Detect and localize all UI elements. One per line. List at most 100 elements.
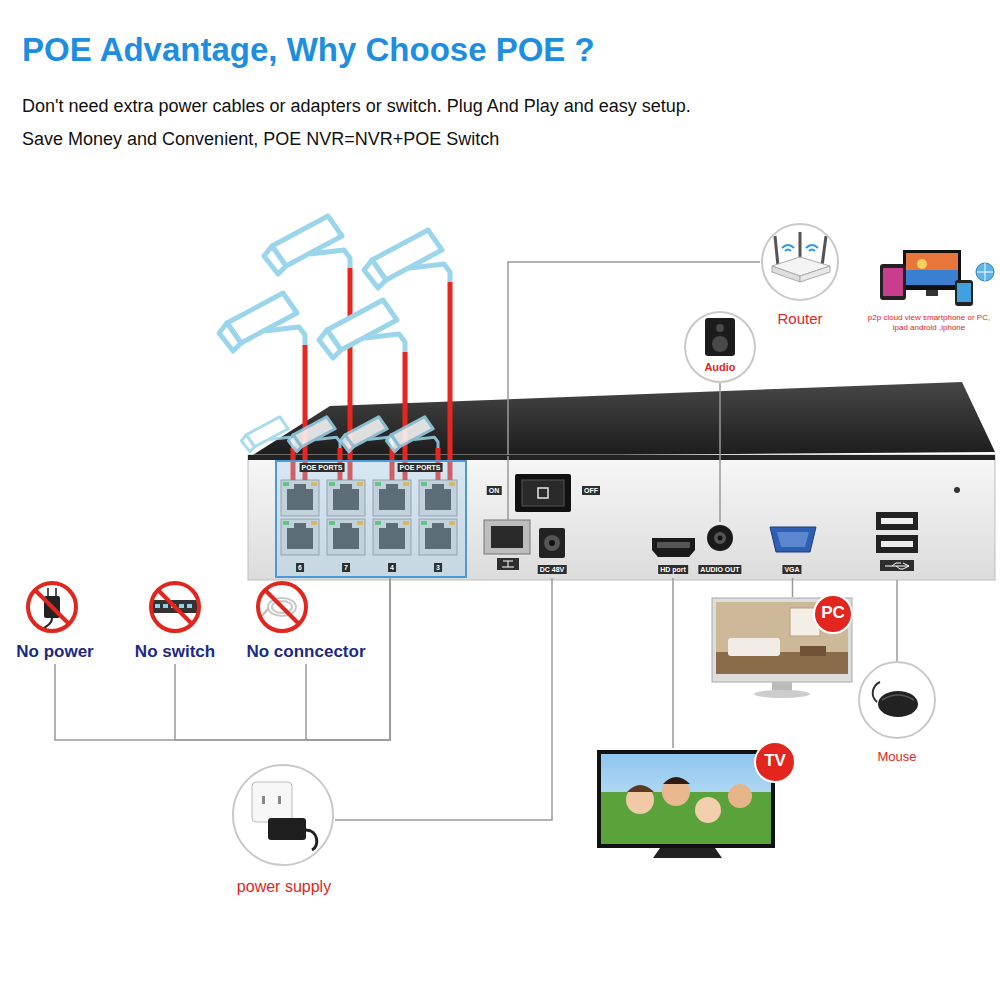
art-shape	[885, 563, 909, 569]
art-shape	[976, 263, 994, 281]
art-shape	[800, 646, 826, 656]
panel-label: POE PORTS	[300, 463, 345, 472]
art-shape	[549, 540, 555, 546]
mouse-icon	[859, 662, 935, 738]
panel-label: AUDIO OUT	[698, 565, 741, 574]
subtitle-line: Save Money and Convenient, POE NVR=NVR+P…	[22, 129, 499, 151]
art-shape	[882, 695, 914, 700]
art-shape	[539, 528, 565, 558]
power-supply-callout: power supply	[233, 765, 335, 900]
art-shape	[712, 598, 852, 682]
usb-ports	[876, 512, 918, 571]
art-shape	[926, 290, 938, 296]
callout-outline	[685, 312, 755, 382]
subtitle-line: Don't need extra power cables or adapter…	[22, 96, 691, 118]
connector-line	[896, 580, 898, 662]
lan-port	[484, 456, 530, 570]
art-shape	[881, 518, 913, 524]
art-shape	[258, 583, 306, 631]
art-shape	[873, 682, 880, 702]
art-shape	[876, 535, 918, 553]
art-shape	[718, 536, 723, 541]
vga-port	[770, 527, 816, 552]
callout-label: power supply	[237, 878, 331, 896]
art-shape	[716, 602, 848, 674]
item-label: No switch	[135, 642, 215, 662]
art-shape	[881, 541, 913, 547]
audio-jack	[707, 525, 733, 551]
art-shape	[278, 796, 281, 804]
art-shape	[883, 268, 903, 296]
art-shape	[652, 538, 695, 557]
art-shape	[491, 526, 523, 548]
art-shape	[800, 266, 830, 282]
art-shape	[28, 583, 76, 631]
art-shape	[288, 417, 340, 452]
no-power-item: No power	[5, 579, 105, 664]
connector-line	[792, 578, 794, 597]
art-shape	[597, 750, 775, 848]
nvr-body	[248, 382, 995, 580]
art-shape	[158, 590, 192, 624]
art-shape	[775, 236, 778, 266]
item-label: No power	[16, 642, 93, 662]
art-shape	[268, 818, 306, 840]
art-shape	[502, 561, 514, 567]
art-shape	[782, 245, 794, 251]
art-shape	[248, 455, 995, 580]
badge-label: PC	[821, 603, 845, 623]
art-shape	[179, 604, 184, 608]
page-title: POE Advantage, Why Choose POE ?	[22, 30, 595, 70]
art-shape	[264, 216, 350, 274]
art-shape	[233, 765, 333, 865]
art-shape	[219, 293, 305, 351]
art-shape	[876, 512, 918, 530]
art-shape	[662, 778, 690, 806]
art-shape	[814, 595, 852, 633]
no-connector-icon	[258, 583, 306, 631]
art-shape	[262, 796, 265, 804]
art-shape	[714, 532, 726, 544]
art-shape	[917, 259, 927, 269]
audio-callout: Audio	[685, 312, 755, 382]
poe-port-group: POE PORTSPOE PORTS6743	[275, 460, 467, 578]
art-shape	[155, 604, 160, 608]
power-switch	[515, 474, 571, 512]
hdmi-port: HD port	[646, 532, 700, 578]
art-shape	[695, 797, 721, 823]
art-shape	[515, 474, 571, 512]
item-label: No conncector	[246, 642, 365, 662]
ip-cameras	[219, 216, 450, 452]
panel-label: POE PORTS	[398, 463, 443, 472]
art-shape	[448, 282, 453, 480]
art-shape	[822, 236, 826, 266]
art-shape	[35, 590, 69, 624]
art-shape	[878, 691, 918, 717]
art-shape	[728, 784, 752, 808]
art-shape	[954, 487, 960, 493]
callout-outline	[233, 765, 333, 865]
callout-outline	[762, 224, 838, 300]
router-icon	[762, 224, 838, 300]
nvr-panel: ONOFFPOE PORTSPOE PORTS6743DC 48VHD port…	[248, 455, 995, 580]
poe-cables	[293, 268, 450, 480]
dc-jack	[539, 528, 565, 558]
art-shape	[880, 264, 906, 300]
hdmi-port	[652, 538, 695, 557]
pc-monitor: PC	[710, 597, 854, 697]
art-shape	[705, 318, 735, 356]
art-shape	[538, 488, 548, 498]
art-shape	[364, 230, 450, 288]
art-shape	[772, 266, 800, 282]
art-shape	[906, 270, 958, 285]
art-shape	[507, 456, 509, 520]
art-shape	[544, 535, 560, 551]
power-supply-icon	[233, 765, 333, 865]
connector-line	[672, 578, 674, 748]
router-callout: Router	[760, 224, 840, 330]
art-shape	[48, 588, 56, 596]
art-shape	[187, 604, 192, 608]
art-shape	[755, 742, 795, 782]
